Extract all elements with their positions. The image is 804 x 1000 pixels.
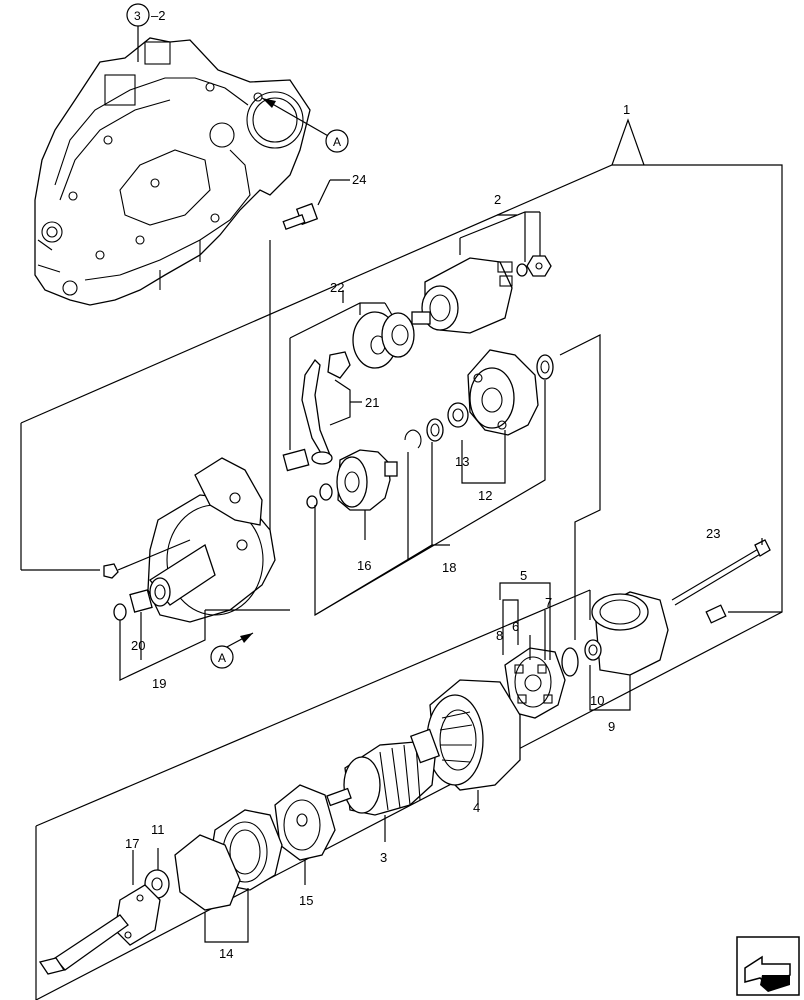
callout-12: 12 xyxy=(478,488,492,503)
section-marker-a-bottom: A xyxy=(210,645,234,669)
callout-3: 3 xyxy=(380,850,387,865)
part-3-armature xyxy=(326,728,441,842)
arrow-head-icon xyxy=(262,98,276,108)
part-23-through-bolt xyxy=(671,538,771,624)
callout-8: 8 xyxy=(496,628,503,643)
part-2-solenoid xyxy=(411,211,552,334)
callout-15: 15 xyxy=(299,893,313,908)
part-21-shift-lever xyxy=(282,351,362,472)
reference-suffix: –2 xyxy=(151,8,165,23)
part-12-gear-case xyxy=(314,334,601,640)
callout-24: 24 xyxy=(352,172,366,187)
callout-11: 11 xyxy=(151,822,165,837)
reference-circle-number: 3 xyxy=(134,9,141,23)
flywheel-housing xyxy=(34,37,311,306)
callout-21: 21 xyxy=(365,395,379,410)
part-19-drive-housing xyxy=(103,457,290,681)
callout-6: 6 xyxy=(512,619,519,634)
group-boundary xyxy=(20,118,783,1000)
callout-5: 5 xyxy=(520,568,527,583)
callout-16: 16 xyxy=(357,558,371,573)
callout-23: 23 xyxy=(706,526,720,541)
arrow-shadow-icon xyxy=(760,975,790,992)
part-4-yoke xyxy=(426,679,521,805)
callout-14: 14 xyxy=(219,946,233,961)
part-24-bolt xyxy=(269,179,350,540)
callout-19: 19 xyxy=(152,676,166,691)
callout-22: 22 xyxy=(330,280,344,295)
part-14-internal-gear xyxy=(174,809,283,943)
svg-text:A: A xyxy=(218,651,226,665)
callout-1: 1 xyxy=(623,102,630,117)
callout-17: 17 xyxy=(125,836,139,851)
callout-2: 2 xyxy=(494,192,501,207)
reference-callout: 3 –2 xyxy=(126,3,165,62)
part-18-rings xyxy=(314,402,469,617)
callout-20: 20 xyxy=(131,638,145,653)
part-5-brush-holder xyxy=(499,582,579,719)
callout-18: 18 xyxy=(442,560,456,575)
next-page-button[interactable] xyxy=(736,936,800,996)
arrow-head-icon-2 xyxy=(240,633,253,643)
part-15-plate xyxy=(274,784,336,885)
callout-7: 7 xyxy=(545,595,552,610)
callout-labels: 1 2 3 4 5 6 7 8 9 10 11 12 13 14 15 16 1… xyxy=(125,102,720,961)
callout-10: 10 xyxy=(590,693,604,708)
callout-4: 4 xyxy=(473,800,480,815)
svg-text:A: A xyxy=(333,135,341,149)
part-22-plates xyxy=(289,290,415,450)
part-snap-ring xyxy=(319,483,333,501)
part-9-rear-cover xyxy=(584,591,669,711)
part-17-output-shaft xyxy=(38,850,161,975)
callout-13: 13 xyxy=(455,454,469,469)
section-marker-a-top: A xyxy=(325,129,349,153)
part-16-pinion xyxy=(336,449,398,540)
callout-9: 9 xyxy=(608,719,615,734)
